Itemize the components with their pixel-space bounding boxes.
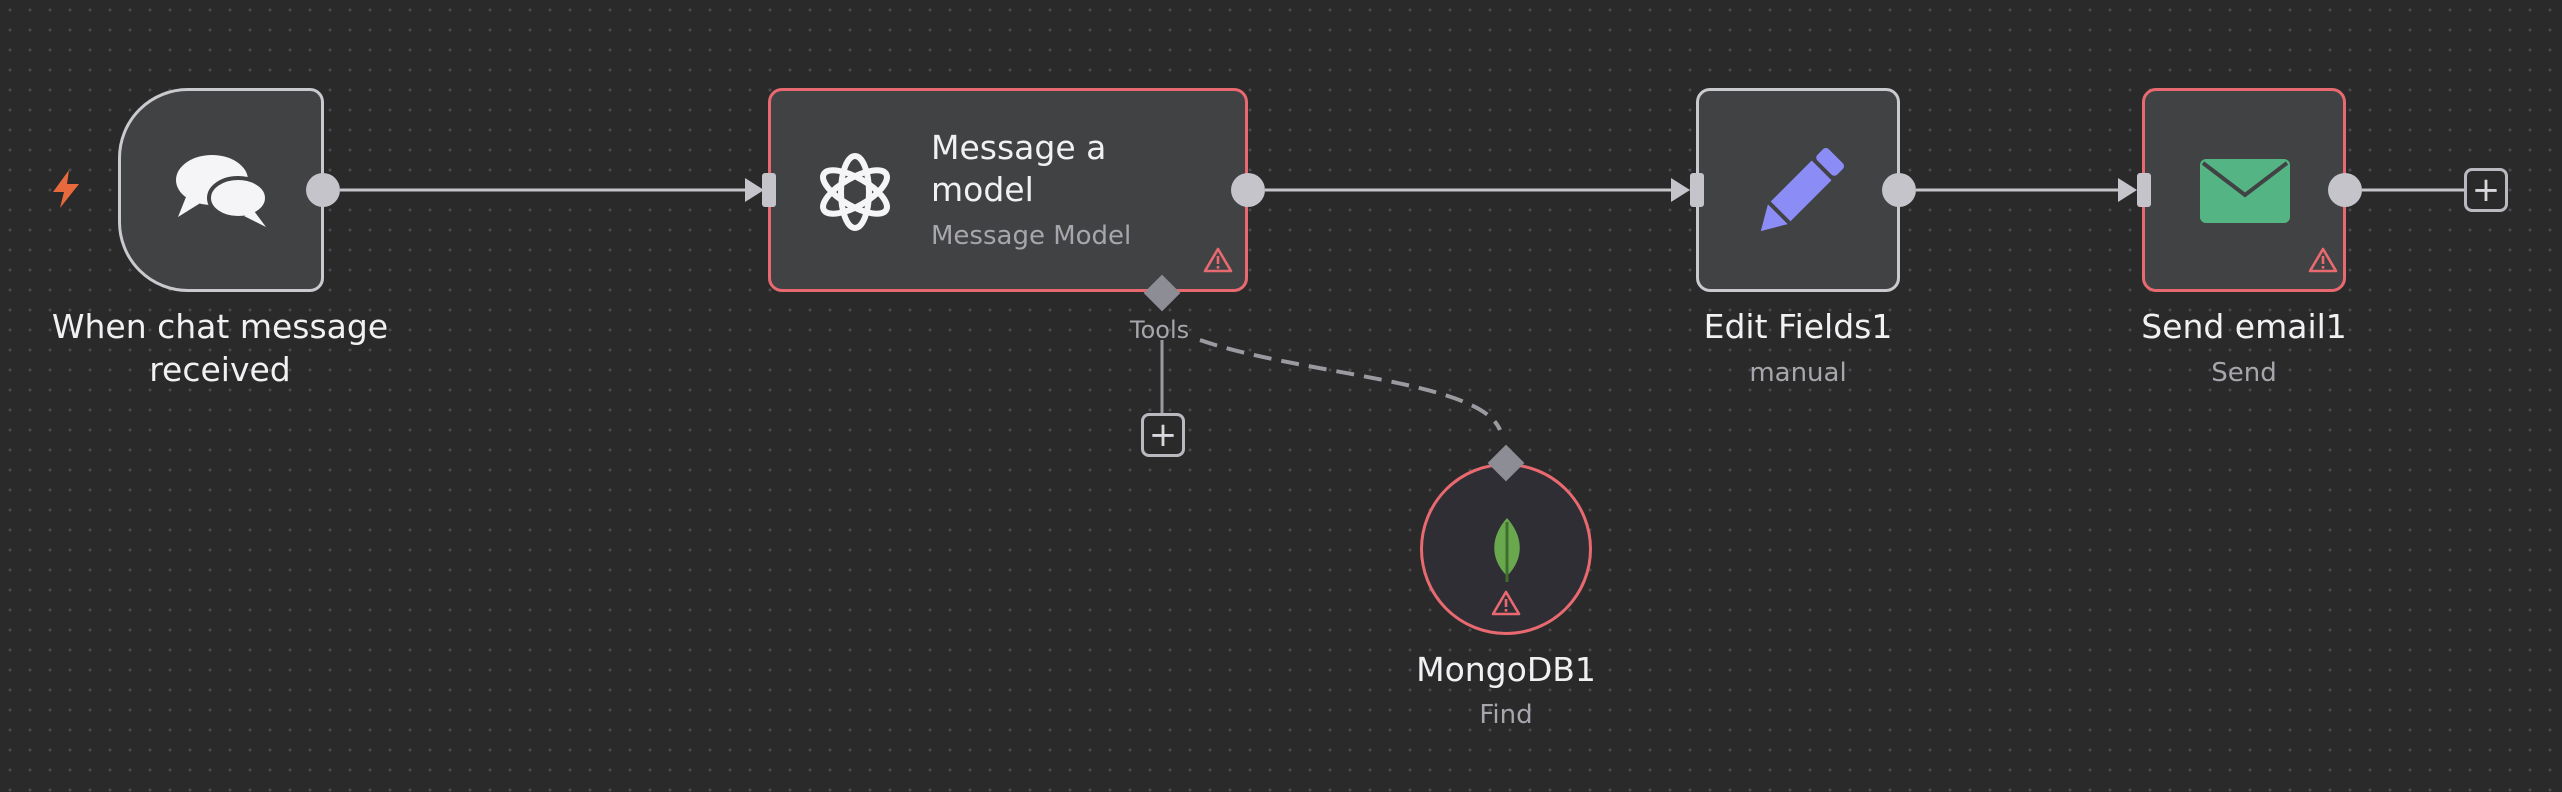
chat-bubbles-icon — [174, 153, 270, 229]
message-model-subtitle: Message Model — [931, 221, 1132, 251]
send-email-input-handle[interactable] — [2137, 173, 2151, 207]
arrowhead-edit-input — [1671, 178, 1690, 202]
edit-fields-sublabel: manual — [1749, 358, 1847, 388]
connection-tools-to-mongodb — [1199, 338, 1502, 431]
warning-triangle-icon — [2308, 247, 2338, 277]
edit-fields-output-handle[interactable] — [1882, 173, 1916, 207]
mongodb-leaf-icon — [1485, 518, 1529, 582]
edit-fields-input-handle[interactable] — [1690, 173, 1704, 207]
message-model-input-handle[interactable] — [762, 173, 776, 207]
arrowhead-model-input — [745, 178, 764, 202]
message-model-title-line1: Message a — [931, 128, 1107, 167]
openai-logo-icon — [809, 146, 901, 238]
mongodb-node[interactable] — [1420, 463, 1592, 635]
send-email-sublabel: Send — [2211, 358, 2277, 388]
edit-fields-node[interactable] — [1696, 88, 1900, 292]
chat-trigger-label-line1: When chat message — [51, 307, 389, 346]
arrowhead-email-input — [2118, 178, 2137, 202]
message-model-output-handle[interactable] — [1231, 173, 1265, 207]
chat-trigger-node[interactable] — [118, 88, 324, 292]
warning-triangle-icon — [1491, 590, 1521, 620]
send-email-output-handle[interactable] — [2328, 173, 2362, 207]
lightning-bolt-icon — [50, 170, 82, 208]
mongodb-sublabel: Find — [1479, 700, 1533, 730]
send-email-node[interactable] — [2142, 88, 2346, 292]
message-model-title-line2: model — [931, 170, 1034, 209]
message-model-title: Message a model — [931, 127, 1106, 211]
chat-trigger-label: When chat message received — [20, 305, 420, 391]
chat-trigger-output-handle[interactable] — [306, 173, 340, 207]
envelope-icon — [2200, 159, 2290, 223]
mongodb-label: MongoDB1 — [1416, 650, 1596, 689]
tools-label: Tools — [1130, 316, 1190, 344]
add-node-button[interactable]: + — [2464, 168, 2508, 212]
send-email-label: Send email1 — [2141, 307, 2347, 346]
edit-fields-label: Edit Fields1 — [1703, 307, 1893, 346]
add-tool-button[interactable]: + — [1141, 413, 1185, 457]
chat-trigger-label-line2: received — [149, 350, 291, 389]
message-model-node[interactable]: Message a model Message Model — [768, 88, 1248, 292]
warning-triangle-icon — [1203, 247, 1233, 277]
pencil-icon — [1749, 143, 1849, 243]
